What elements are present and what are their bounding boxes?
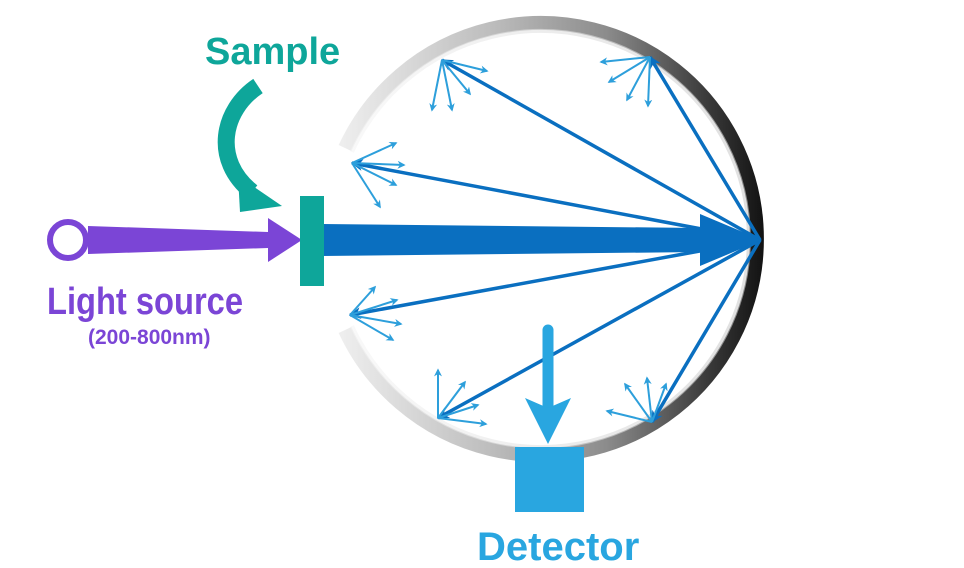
scatter-point bbox=[349, 285, 403, 341]
sample-holder bbox=[300, 196, 324, 286]
scatter-arrow bbox=[351, 162, 398, 186]
scatter-arrow bbox=[605, 408, 653, 423]
scatter-arrow bbox=[429, 59, 443, 112]
light-beam-arrow bbox=[88, 218, 302, 262]
sample bbox=[217, 78, 324, 286]
scatter-arrow bbox=[441, 59, 455, 112]
scatter-arrow bbox=[599, 56, 651, 66]
light-source-icon bbox=[47, 219, 89, 261]
scatter-point bbox=[599, 56, 653, 108]
scatter-arrow bbox=[351, 162, 381, 209]
scatter-arrow bbox=[437, 403, 480, 419]
sample-curved-arrow bbox=[217, 78, 264, 199]
scatter-arrow bbox=[349, 285, 377, 316]
scatter-arrow bbox=[351, 160, 406, 169]
scatter-arrow bbox=[437, 380, 466, 419]
scatter-arrow bbox=[349, 314, 403, 327]
diffuse-scatter bbox=[349, 56, 668, 428]
sample-arrow-head bbox=[238, 176, 282, 212]
scatter-arrow bbox=[607, 56, 651, 83]
reflected-ray bbox=[348, 238, 761, 319]
scatter-arrow bbox=[441, 59, 472, 96]
scatter-arrow bbox=[441, 59, 489, 74]
light-source-label: Light source bbox=[47, 280, 243, 323]
wavelength-range-label: (200-800nm) bbox=[88, 326, 211, 349]
scatter-point bbox=[434, 368, 488, 428]
reflected-ray bbox=[648, 55, 762, 241]
scatter-arrow bbox=[351, 142, 398, 164]
scatter-point bbox=[429, 59, 489, 112]
light-source bbox=[47, 218, 302, 262]
reflected-ray bbox=[650, 239, 762, 424]
detector bbox=[515, 324, 584, 512]
sample-label: Sample bbox=[205, 31, 340, 73]
reflected-ray bbox=[350, 159, 761, 242]
scatter-arrow bbox=[643, 376, 653, 423]
scatter-point bbox=[351, 142, 406, 209]
scatter-arrow bbox=[644, 56, 653, 108]
transmitted-beam bbox=[322, 214, 762, 266]
reflected-ray bbox=[440, 58, 761, 242]
scatter-point bbox=[605, 376, 668, 423]
scatter-arrow bbox=[349, 298, 399, 316]
detector-arrow-head bbox=[525, 398, 571, 444]
scatter-arrow bbox=[651, 382, 668, 423]
scatter-arrow bbox=[349, 314, 395, 341]
scatter-arrow bbox=[626, 56, 651, 102]
primary-reflected-rays bbox=[348, 55, 762, 424]
scatter-arrow bbox=[437, 417, 488, 428]
detector-box bbox=[515, 447, 584, 512]
detector-label: Detector bbox=[477, 525, 639, 568]
reflected-ray bbox=[436, 238, 761, 420]
scatter-arrow bbox=[624, 382, 653, 423]
